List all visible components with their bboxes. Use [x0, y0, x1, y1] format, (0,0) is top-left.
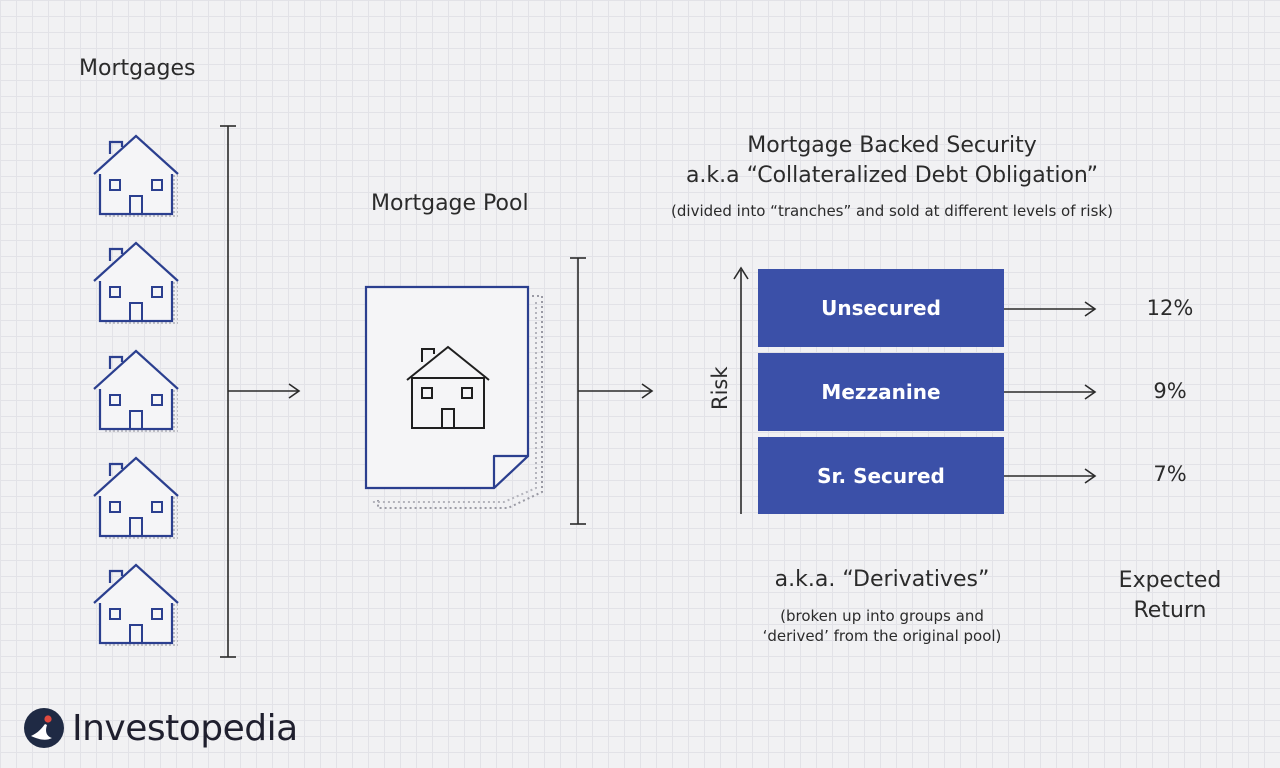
mbs-subtitle: (divided into “tranches” and sold at dif… [671, 202, 1113, 220]
tranche-label: Sr. Secured [817, 463, 945, 488]
mbs-title-line2: a.k.a “Collateralized Debt Obligation” [685, 163, 1099, 188]
tranche-label: Mezzanine [821, 380, 941, 404]
return-arrows [1004, 301, 1097, 484]
investopedia-logo-icon [24, 708, 64, 748]
return-mezzanine: 9% [1153, 379, 1187, 403]
house-icon [92, 563, 180, 649]
expected-return-line1: Expected [1118, 568, 1222, 593]
derivatives-note-line2: ‘derived’ from the original pool) [762, 627, 1002, 645]
document-icon [364, 285, 543, 509]
tranche-unsecured: Unsecured [758, 269, 1004, 347]
risk-label: Risk [708, 366, 732, 410]
mbs-title-line1: Mortgage Backed Security [747, 133, 1037, 158]
house-icon [92, 456, 180, 542]
house-icon [92, 134, 180, 220]
mortgage-pool-label: Mortgage Pool [371, 191, 529, 216]
brand-name: Investopedia [72, 707, 298, 749]
tranche-sr-secured: Sr. Secured [758, 437, 1004, 514]
return-sr-secured: 7% [1153, 462, 1187, 486]
derivatives-note-line1: (broken up into groups and [780, 607, 984, 625]
derivatives-label: a.k.a. “Derivatives” [774, 567, 990, 592]
expected-return-line2: Return [1133, 598, 1207, 623]
house-icon [92, 241, 180, 327]
mortgages-label: Mortgages [79, 56, 196, 81]
bracket-mortgages [220, 125, 301, 658]
return-unsecured: 12% [1146, 296, 1194, 320]
bracket-pool [570, 257, 654, 525]
risk-axis [733, 266, 749, 514]
investopedia-logo: Investopedia [22, 702, 298, 754]
tranche-label: Unsecured [821, 296, 941, 320]
tranche-mezzanine: Mezzanine [758, 353, 1004, 431]
house-icon [92, 349, 180, 435]
